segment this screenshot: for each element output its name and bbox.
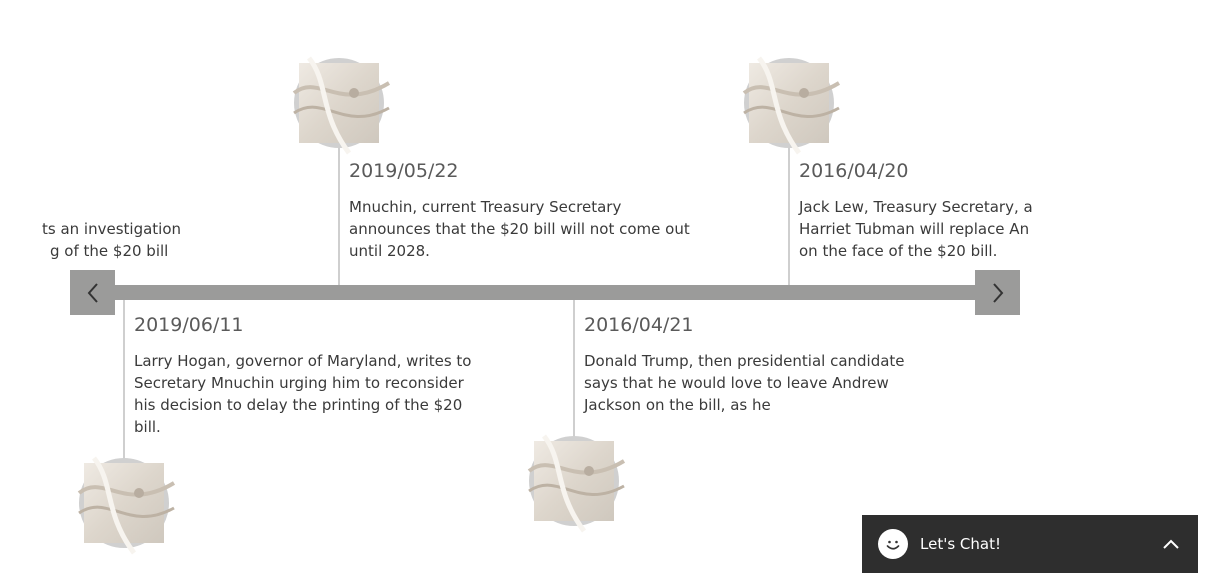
event-description: Jack Lew, Treasury Secretary, a Harriet …	[799, 196, 1159, 262]
event-description: Larry Hogan, governor of Maryland, write…	[134, 350, 494, 438]
event-text-line: g of the $20 bill	[50, 242, 169, 260]
event-text-line: Mnuchin, current Treasury Secretary	[349, 198, 622, 216]
event-text-line: Donald Trump, then presidential candidat…	[584, 352, 905, 370]
event-text-line: Jack Lew, Treasury Secretary, a	[799, 198, 1033, 216]
event-photo	[742, 56, 841, 155]
smiley-icon	[878, 529, 908, 559]
event-text-line: Secretary Mnuchin urging him to reconsid…	[134, 374, 464, 392]
timeline-viewport: ts an investigation g of the $20 bill 20…	[42, 0, 1033, 573]
event-text-line: bill.	[134, 418, 161, 436]
chevron-up-icon[interactable]	[1162, 538, 1180, 550]
event-description: Mnuchin, current Treasury Secretary anno…	[349, 196, 709, 262]
event-text-line: announces that the $20 bill will not com…	[349, 220, 690, 238]
event-text-line: on the face of the $20 bill.	[799, 242, 998, 260]
event-date: 2019/06/11	[134, 314, 244, 336]
event-stem	[573, 300, 575, 438]
event-text-line: until 2028.	[349, 242, 430, 260]
marble-image	[77, 456, 176, 555]
event-date: 2016/04/20	[799, 160, 909, 182]
event-text-line: Larry Hogan, governor of Maryland, write…	[134, 352, 472, 370]
event-text-line: Harriet Tubman will replace An	[799, 220, 1030, 238]
chat-widget[interactable]: Let's Chat!	[862, 515, 1198, 573]
marble-image	[527, 434, 626, 533]
event-stem	[788, 148, 790, 285]
chevron-left-icon	[87, 282, 98, 303]
marble-image	[292, 56, 391, 155]
chat-label: Let's Chat!	[920, 535, 1001, 553]
event-text-line: his decision to delay the printing of th…	[134, 396, 463, 414]
event-photo	[292, 56, 391, 155]
chevron-right-icon	[992, 282, 1003, 303]
event-text-line: Jackson on the bill, as he	[584, 396, 771, 414]
marble-image	[742, 56, 841, 155]
event-date: 2019/05/22	[349, 160, 459, 182]
event-description: ts an investigation g of the $20 bill	[42, 218, 350, 262]
event-text-line: ts an investigation	[42, 220, 182, 238]
event-text-line: says that he would love to leave Andrew	[584, 374, 889, 392]
timeline-track	[115, 285, 975, 300]
event-description: Donald Trump, then presidential candidat…	[584, 350, 944, 416]
event-photo	[527, 434, 626, 533]
prev-button[interactable]	[70, 270, 115, 315]
event-stem	[338, 148, 340, 285]
next-button[interactable]	[975, 270, 1020, 315]
event-photo	[77, 456, 176, 555]
event-stem	[123, 300, 125, 460]
event-date: 2016/04/21	[584, 314, 694, 336]
